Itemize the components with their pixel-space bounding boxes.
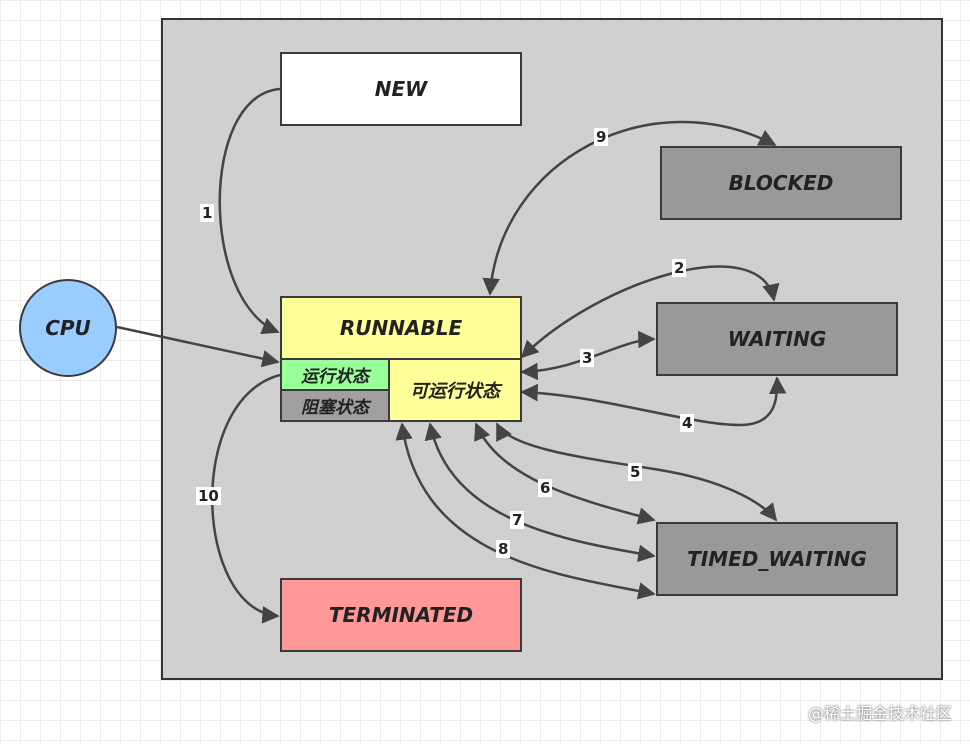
state-running: 运行状态 xyxy=(280,358,390,391)
arrow-1 xyxy=(218,87,281,335)
watermark: @稀土掘金技术社区 xyxy=(807,704,952,723)
state-waiting: WAITING xyxy=(656,302,898,376)
state-terminated: TERMINATED xyxy=(280,578,522,652)
transition-label-10: 10 xyxy=(196,487,221,505)
arrow-cpu xyxy=(116,325,280,368)
state-runnable-ready: 可运行状态 xyxy=(388,358,522,422)
transition-label-8: 8 xyxy=(496,540,511,558)
arrow-9 xyxy=(482,120,777,296)
state-timed-waiting: TIMED_WAITING xyxy=(656,522,898,596)
arrow-2 xyxy=(520,265,780,359)
transition-label-4: 4 xyxy=(680,414,695,432)
transition-label-3: 3 xyxy=(580,349,595,367)
state-runnable: RUNNABLE xyxy=(280,296,522,360)
arrow-10 xyxy=(211,373,281,624)
transition-label-9: 9 xyxy=(594,128,609,146)
transition-label-2: 2 xyxy=(672,259,687,277)
state-blocked: BLOCKED xyxy=(660,146,902,220)
state-runnable-blocked: 阻塞状态 xyxy=(280,389,390,422)
transition-label-1: 1 xyxy=(200,204,215,222)
arrow-4 xyxy=(520,376,787,427)
cpu-node: CPU xyxy=(19,279,117,377)
transition-label-5: 5 xyxy=(628,463,643,481)
transition-label-7: 7 xyxy=(510,511,525,529)
state-new: NEW xyxy=(280,52,522,126)
arrow-3 xyxy=(520,330,656,381)
transition-label-6: 6 xyxy=(538,479,553,497)
